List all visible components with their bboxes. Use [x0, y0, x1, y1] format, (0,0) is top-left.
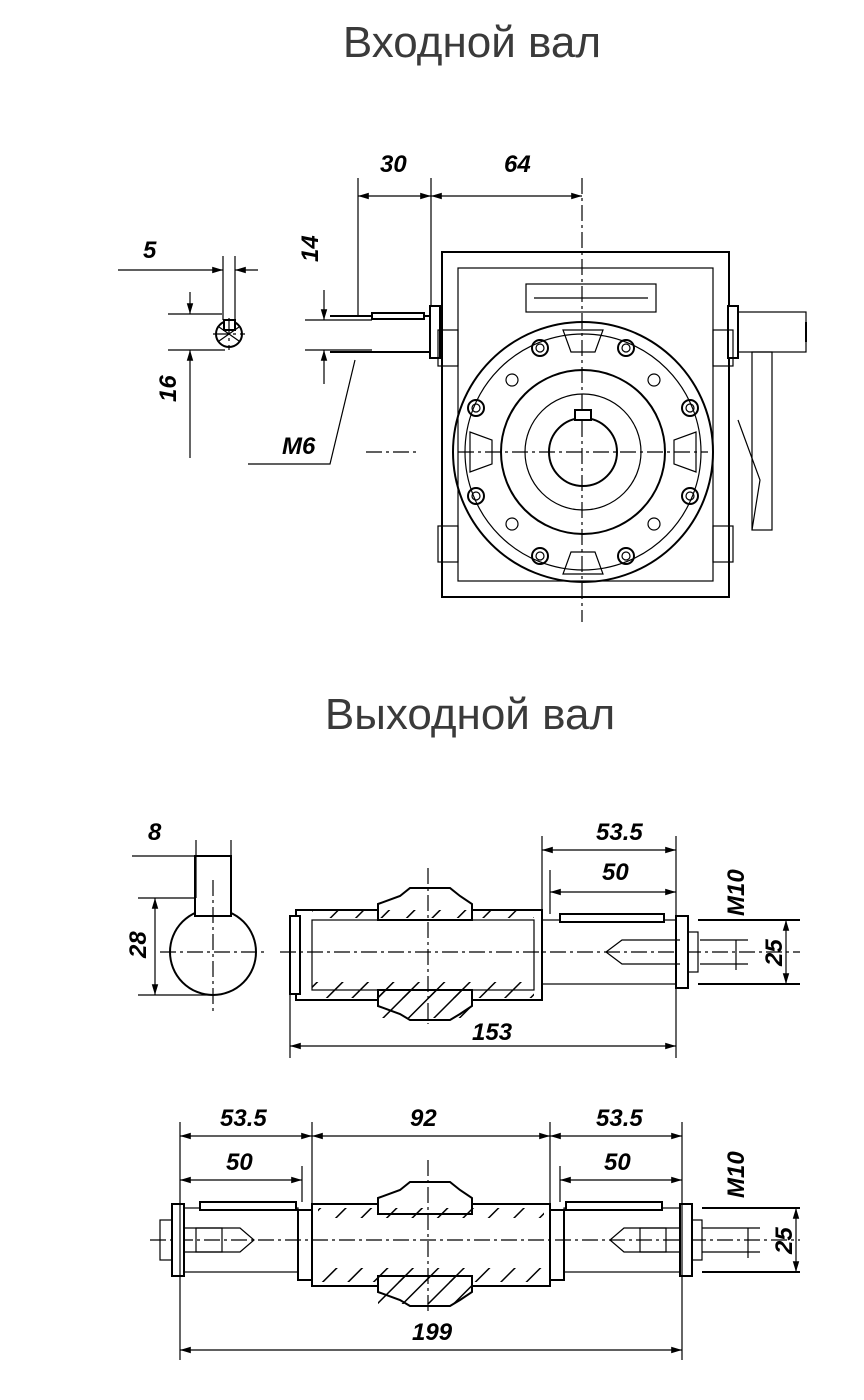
output-shaft-single-view: 8 28 53.5 50 [125, 819, 800, 1058]
output-single-thread-label: M10 [723, 869, 750, 916]
input-shaft-height-label: 16 [155, 375, 182, 402]
input-shaft-heading: Входной вал [342, 18, 602, 67]
output-single-section [132, 840, 268, 1015]
input-length-30-label: 30 [380, 151, 407, 178]
output-shaft-height-label: 28 [125, 931, 152, 959]
output-key-width-label: 8 [148, 819, 162, 846]
input-thread-label: M6 [282, 433, 316, 460]
output-single-diameter-label: 25 [761, 939, 788, 967]
output-double-left-inner-label: 50 [226, 1149, 253, 1176]
output-double-thread-label: M10 [723, 1151, 750, 1198]
input-shaft-section [118, 256, 258, 458]
input-shaft-side [248, 178, 583, 622]
output-single-hub [280, 868, 800, 1024]
output-double-overall-label: 199 [412, 1319, 453, 1346]
input-key-width-label: 5 [143, 237, 157, 264]
output-double-diameter-label: 25 [771, 1227, 798, 1255]
output-single-outer-label: 53.5 [596, 819, 643, 846]
output-double-left-outer-label: 53.5 [220, 1105, 267, 1132]
input-offset-64-label: 64 [504, 151, 531, 178]
output-single-inner-label: 50 [602, 859, 629, 886]
input-key-depth-label: 14 [297, 235, 324, 262]
output-double-hub [150, 1160, 800, 1312]
output-double-center-label: 92 [410, 1105, 437, 1132]
flange-bolt-holes [467, 339, 699, 565]
output-single-overall-label: 153 [472, 1019, 513, 1046]
input-shaft-view: 5 16 30 64 14 M6 [118, 151, 807, 622]
output-double-right-outer-label: 53.5 [596, 1105, 643, 1132]
output-flange [452, 321, 714, 583]
output-shaft-double-view: 53.5 50 92 53.5 50 199 M10 25 [150, 1105, 800, 1360]
output-shaft-heading: Выходной вал [324, 690, 616, 739]
output-double-right-inner-label: 50 [604, 1149, 631, 1176]
gearbox-housing [437, 251, 807, 598]
